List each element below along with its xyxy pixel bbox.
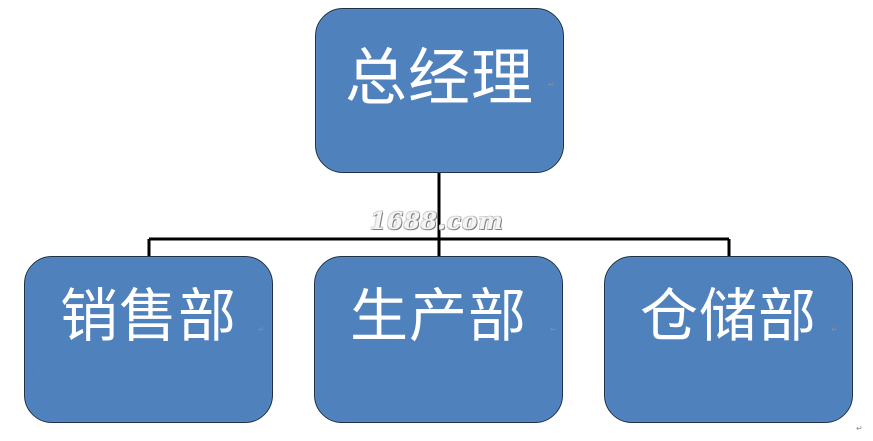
paragraph-mark-right-edge: ↵ xyxy=(856,424,863,433)
production-department-box: 生产部 xyxy=(314,256,563,423)
paragraph-mark-warehouse: ↵ xyxy=(831,325,838,334)
site-watermark: 1688.com xyxy=(370,208,504,235)
paragraph-mark-sales: ↵ xyxy=(258,325,265,334)
small-mark-left: ʹ xyxy=(37,373,39,381)
paragraph-mark-top: ↵ xyxy=(548,80,555,89)
warehouse-department-box: 仓储部 xyxy=(604,256,853,423)
sales-department-box: 销售部 xyxy=(24,256,273,423)
general-manager-box: 总经理 xyxy=(315,8,564,173)
paragraph-mark-production: ↵ xyxy=(550,325,557,334)
